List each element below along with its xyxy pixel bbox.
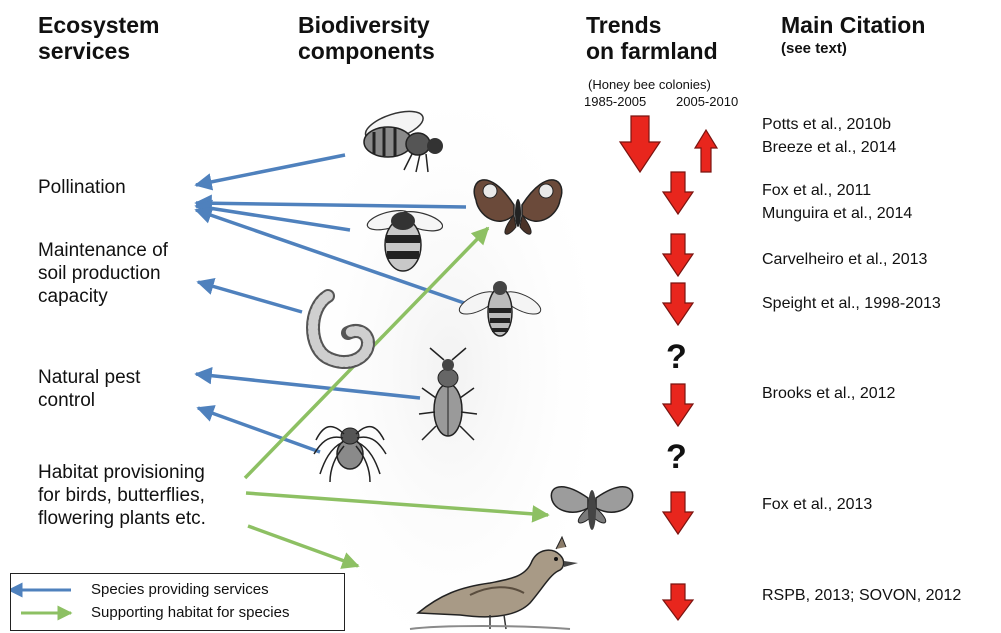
trend-arrow-beetle bbox=[661, 383, 695, 428]
citation-munguira: Munguira et al., 2014 bbox=[762, 205, 913, 222]
earthworm-icon bbox=[306, 289, 376, 369]
arrow-bee-to-pollination bbox=[194, 153, 346, 191]
header-ecosystem-services: Ecosystem services bbox=[38, 12, 160, 64]
trend-arrow-skylark bbox=[661, 583, 695, 621]
citation-potts: Potts et al., 2010b bbox=[762, 116, 891, 133]
legend-blue-label: Species providing services bbox=[91, 581, 269, 598]
trend-arrow-moth bbox=[661, 491, 695, 536]
legend: Species providing services Supporting ha… bbox=[10, 573, 345, 631]
citation-speight: Speight et al., 1998-2013 bbox=[762, 295, 941, 312]
legend-arrows bbox=[11, 582, 73, 621]
citation-rspb-sovon: RSPB, 2013; SOVON, 2012 bbox=[762, 587, 962, 604]
ground-beetle-icon bbox=[418, 347, 478, 441]
moth-icon bbox=[550, 486, 634, 530]
citation-carvelheiro: Carvelheiro et al., 2013 bbox=[762, 251, 928, 268]
arrow-habitat-to-moth bbox=[245, 491, 550, 523]
arrow-spider-to-pest-control bbox=[196, 405, 321, 454]
header-main-citation: Main Citation bbox=[781, 12, 926, 38]
service-habitat-provisioning: Habitat provisioning for birds, butterfl… bbox=[38, 462, 206, 529]
period-2005-2010: 2005-2010 bbox=[676, 94, 739, 109]
header-citation-note: (see text) bbox=[781, 40, 847, 57]
arrow-habitat-to-skylark bbox=[247, 524, 360, 569]
service-pollination: Pollination bbox=[38, 177, 126, 198]
hoverfly-icon bbox=[458, 281, 542, 337]
skylark-icon bbox=[409, 535, 578, 630]
spider-icon bbox=[313, 425, 387, 483]
citation-breeze: Breeze et al., 2014 bbox=[762, 139, 897, 156]
unknown-trend-beetle: ? bbox=[666, 338, 687, 376]
period-1985-2005: 1985-2005 bbox=[584, 94, 647, 109]
unknown-trend-spider: ? bbox=[666, 438, 687, 476]
arrow-bumblebee-to-pollination bbox=[194, 199, 351, 232]
trend-arrow-bumblebee bbox=[661, 233, 695, 278]
arrow-worm-to-soil bbox=[196, 277, 303, 314]
arrow-beetle-to-pest-control bbox=[194, 366, 421, 400]
citation-fox-2011: Fox et al., 2011 bbox=[762, 182, 872, 199]
service-soil-maintenance: Maintenance of soil production capacity bbox=[38, 240, 168, 307]
citation-fox-2013: Fox et al., 2013 bbox=[762, 496, 873, 513]
trend-arrow-butterfly bbox=[661, 171, 695, 216]
header-biodiversity-components: Biodiversity components bbox=[298, 12, 435, 64]
header-trends: Trends on farmland bbox=[586, 12, 718, 64]
trend-arrow-honeybee-2005-2010 bbox=[693, 128, 719, 173]
honey-bee-icon bbox=[363, 110, 443, 173]
legend-green-label: Supporting habitat for species bbox=[91, 604, 290, 621]
arrow-hoverfly-to-pollination bbox=[194, 206, 471, 307]
service-pest-control: Natural pest control bbox=[38, 367, 141, 411]
peacock-butterfly-icon bbox=[473, 179, 563, 235]
bumblebee-icon bbox=[366, 210, 444, 272]
trend-arrow-honeybee-1985-2005 bbox=[618, 115, 662, 174]
arrow-butterfly-to-pollination bbox=[194, 194, 467, 212]
trend-arrow-hoverfly bbox=[661, 282, 695, 327]
citation-brooks: Brooks et al., 2012 bbox=[762, 385, 896, 402]
honey-bee-colonies-note: (Honey bee colonies) bbox=[588, 77, 711, 92]
